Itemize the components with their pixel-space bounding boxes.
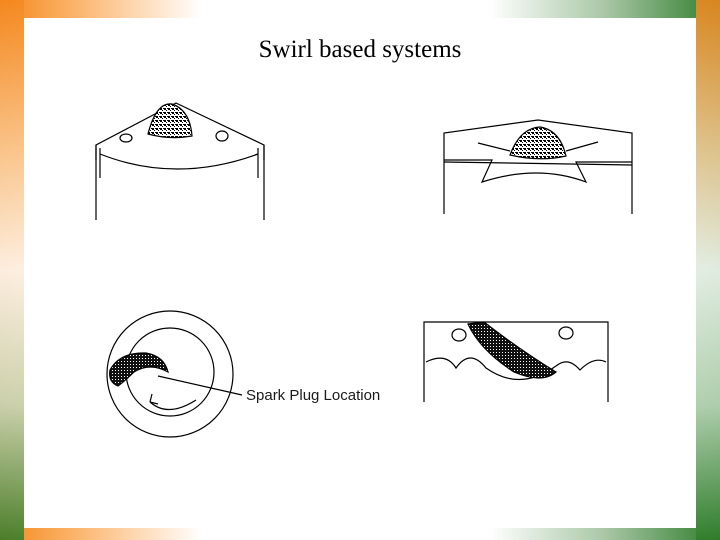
swirl-arrow [149, 399, 197, 411]
fuel-spray-plume [509, 126, 567, 160]
cylinder-bore-circle [106, 310, 234, 438]
piston-bowl-circle [125, 327, 215, 417]
valve-right [558, 326, 574, 340]
fuel-spray-plume [467, 321, 558, 379]
cylinder-diagram-top-left [95, 102, 265, 220]
cylinder-diagram-bottom-right [423, 321, 609, 402]
swirl-arrow-head [149, 393, 159, 405]
slide-content-panel [24, 18, 696, 528]
fuel-spray-swirl [109, 352, 169, 387]
valve-left [451, 328, 467, 342]
leader-line [157, 375, 243, 396]
valve-right [215, 130, 229, 142]
slide-title: Swirl based systems [0, 36, 720, 64]
spark-plug-location-label: Spark Plug Location [246, 387, 380, 404]
valve-left [119, 133, 133, 143]
cylinder-diagram-top-right [443, 119, 633, 214]
swirl-top-view-diagram [106, 310, 243, 438]
fuel-spray-plume [147, 103, 193, 139]
slide-title-text: Swirl based systems [258, 36, 462, 63]
